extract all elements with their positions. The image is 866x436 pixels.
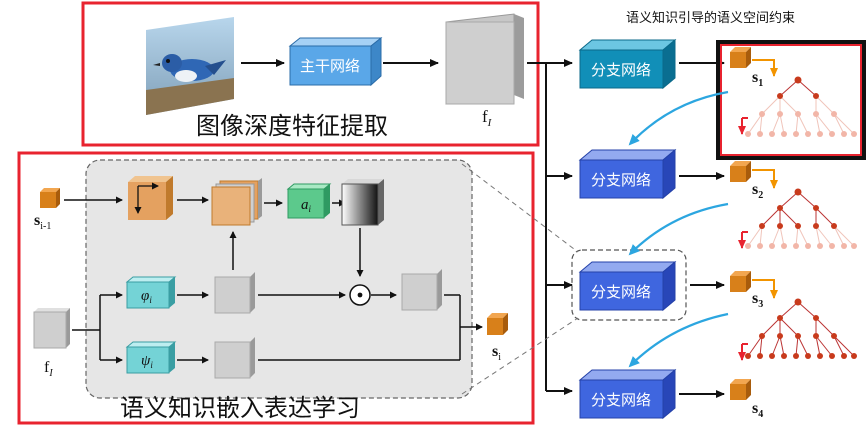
feature-map-fI-top — [445, 13, 524, 105]
output-s-cube — [487, 313, 508, 335]
backbone-network-label: 主干网络 — [300, 57, 360, 75]
trunk-lines — [527, 62, 547, 391]
s1-tree-frame-red — [720, 44, 862, 156]
s2-cube — [730, 161, 751, 182]
branch-network-1-cube — [578, 38, 677, 90]
s1-label: s1 — [752, 69, 763, 89]
branch-network-4-label: 分支网络 — [591, 391, 651, 409]
tree-2 — [745, 188, 857, 249]
s3-label: s3 — [752, 290, 763, 310]
phi-box — [125, 276, 177, 309]
output-s-label: si — [492, 343, 501, 363]
orange-red-arrows — [738, 59, 778, 361]
s3-cube — [730, 271, 751, 292]
attention-a-label: ai — [301, 197, 312, 214]
hierarchy-trees — [745, 76, 857, 359]
psi-output-map — [214, 337, 255, 379]
input-s-prev-label: si-1 — [34, 212, 51, 232]
zoom-guide-lines — [461, 163, 579, 395]
concat-map-stack — [211, 178, 262, 226]
embedding-learning-title: 语义知识嵌入表达学习 — [120, 394, 360, 422]
feature-extraction-title: 图像深度特征提取 — [196, 112, 388, 140]
feature-label-top: fI — [482, 107, 493, 129]
phi-label: φi — [141, 288, 152, 305]
s2-label: s2 — [752, 181, 763, 201]
branch-network-1-label: 分支网络 — [591, 61, 651, 79]
result-map — [401, 269, 442, 311]
branch-network-2-label: 分支网络 — [591, 171, 651, 189]
tree-1 — [745, 76, 857, 137]
embedding-learning-frame — [17, 151, 535, 425]
attention-map — [341, 179, 384, 226]
branch-network-4-cube — [578, 368, 677, 420]
output-s-cubes — [730, 47, 751, 400]
fI-split-lines — [72, 295, 101, 360]
s1-tree-frame — [716, 40, 866, 160]
tree-3 — [745, 298, 857, 359]
psi-box — [125, 341, 177, 374]
branch-network-2-cube — [578, 148, 677, 200]
input-bird-image — [146, 17, 234, 115]
semantic-space-constraint-caption: 语义知识引导的语义空间约束 — [626, 10, 795, 26]
s4-cube — [730, 379, 751, 400]
attention-a-box — [286, 183, 332, 219]
feature-label-small: fI — [44, 359, 53, 379]
s1-cube — [730, 47, 751, 68]
feature-map-fI-small — [33, 308, 70, 349]
state-map-cube — [128, 176, 173, 220]
sky-curved-arrows — [628, 90, 729, 368]
feature-extraction-frame — [81, 1, 540, 147]
multiply-dot — [357, 292, 363, 298]
branch-network-3-label: 分支网络 — [591, 283, 651, 301]
phi-output-map — [214, 272, 255, 314]
branch-network-3-cube — [578, 260, 677, 312]
input-s-prev-cube — [40, 188, 60, 208]
s4-label: s4 — [752, 400, 763, 420]
backbone-network-cube — [288, 36, 383, 87]
psi-label: ψi — [141, 353, 153, 370]
